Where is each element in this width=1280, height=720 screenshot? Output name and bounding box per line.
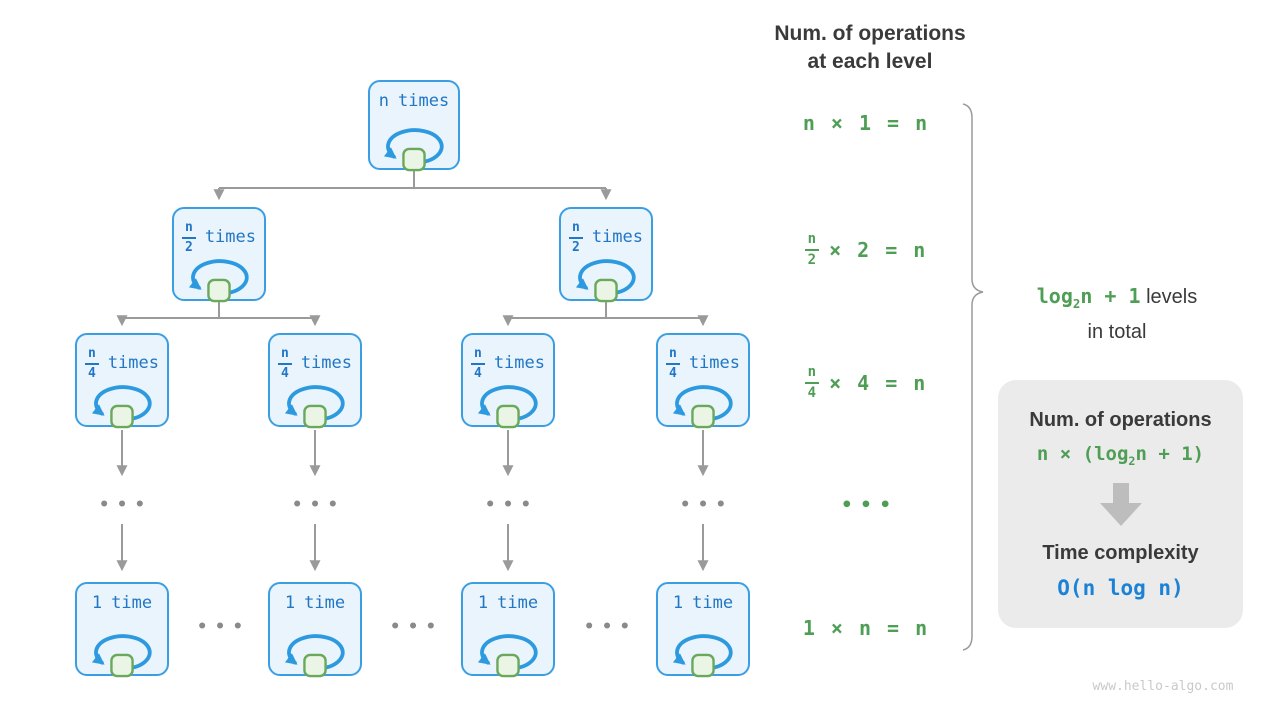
loop-count: n: [378, 91, 390, 111]
summary-complexity-title: Time complexity: [1042, 541, 1199, 564]
loop-icon: [476, 630, 540, 678]
loop-icon: [671, 630, 735, 678]
tree-ellipsis-vertical-3: •••: [484, 495, 539, 515]
tree-node-1-time-2: 1 time: [268, 582, 362, 676]
tree-node-1-time-1: 1 time: [75, 582, 169, 676]
loop-word: time: [692, 593, 734, 613]
summary-complexity-result: O(n log n): [1057, 575, 1184, 600]
tree-ellipsis-horizontal-3: •••: [583, 617, 638, 637]
tree-ellipsis-vertical-2: •••: [291, 495, 346, 515]
node-label: 1 time: [658, 595, 748, 612]
loop-count: 1: [477, 593, 489, 613]
levels-total-label: log2n + 1 levels in total: [1003, 282, 1231, 347]
loop-icon: [283, 630, 347, 678]
loop-word: times: [493, 353, 545, 374]
loop-icon: [382, 124, 446, 172]
loop-count: 1: [91, 593, 103, 613]
tree-node-1-time-4: 1 time: [656, 582, 750, 676]
ops-formula-level1: n × 1 = n: [802, 111, 930, 135]
node-label: 1 time: [270, 595, 360, 612]
node-label: n times: [370, 93, 458, 110]
loop-icon: [574, 255, 638, 303]
levels-total-line1: log2n + 1 levels: [1036, 284, 1198, 311]
column-header-line2: at each level: [807, 50, 933, 73]
loop-icon: [187, 255, 251, 303]
summary-operations-formula: n × (log2n + 1): [1036, 443, 1205, 468]
loop-icon: [671, 381, 735, 429]
loop-word: time: [497, 593, 539, 613]
loop-word: time: [111, 593, 153, 613]
loop-count: 1: [672, 593, 684, 613]
down-arrow-icon: [1099, 482, 1142, 526]
levels-total-line2: in total: [1087, 321, 1147, 343]
loop-word: time: [304, 593, 346, 613]
loop-word: times: [688, 353, 740, 374]
summary-operations-title: Num. of operations: [1029, 409, 1212, 431]
tree-ellipsis-horizontal-2: •••: [389, 617, 444, 637]
column-header-line1: Num. of operations: [774, 22, 966, 45]
loop-icon: [283, 381, 347, 429]
levels-brace: [962, 103, 984, 651]
tree-ellipsis-vertical-4: •••: [679, 495, 734, 515]
loop-icon: [90, 630, 154, 678]
loop-word: times: [398, 91, 450, 111]
loop-word: times: [107, 353, 159, 374]
tree-node-1-time-3: 1 time: [461, 582, 555, 676]
tree-ellipsis-vertical-1: •••: [98, 495, 153, 515]
tree-node-n-times: n times: [368, 80, 460, 170]
column-header: Num. of operations at each level: [740, 20, 1000, 76]
ops-formula-level4: 1 × n = n: [802, 616, 930, 640]
loop-icon: [90, 381, 154, 429]
loop-word: times: [591, 227, 643, 248]
node-label: 1 time: [463, 595, 553, 612]
loop-count: 1: [284, 593, 296, 613]
watermark: www.hello-algo.com: [1092, 679, 1234, 694]
loop-word: times: [204, 227, 256, 248]
node-label: 1 time: [77, 595, 167, 612]
summary-box: Num. of operations n × (log2n + 1) Time …: [998, 380, 1243, 628]
ops-formula-ellipsis: •••: [840, 494, 899, 516]
tree-ellipsis-horizontal-1: •••: [196, 617, 251, 637]
loop-word: times: [300, 353, 352, 374]
loop-icon: [476, 381, 540, 429]
